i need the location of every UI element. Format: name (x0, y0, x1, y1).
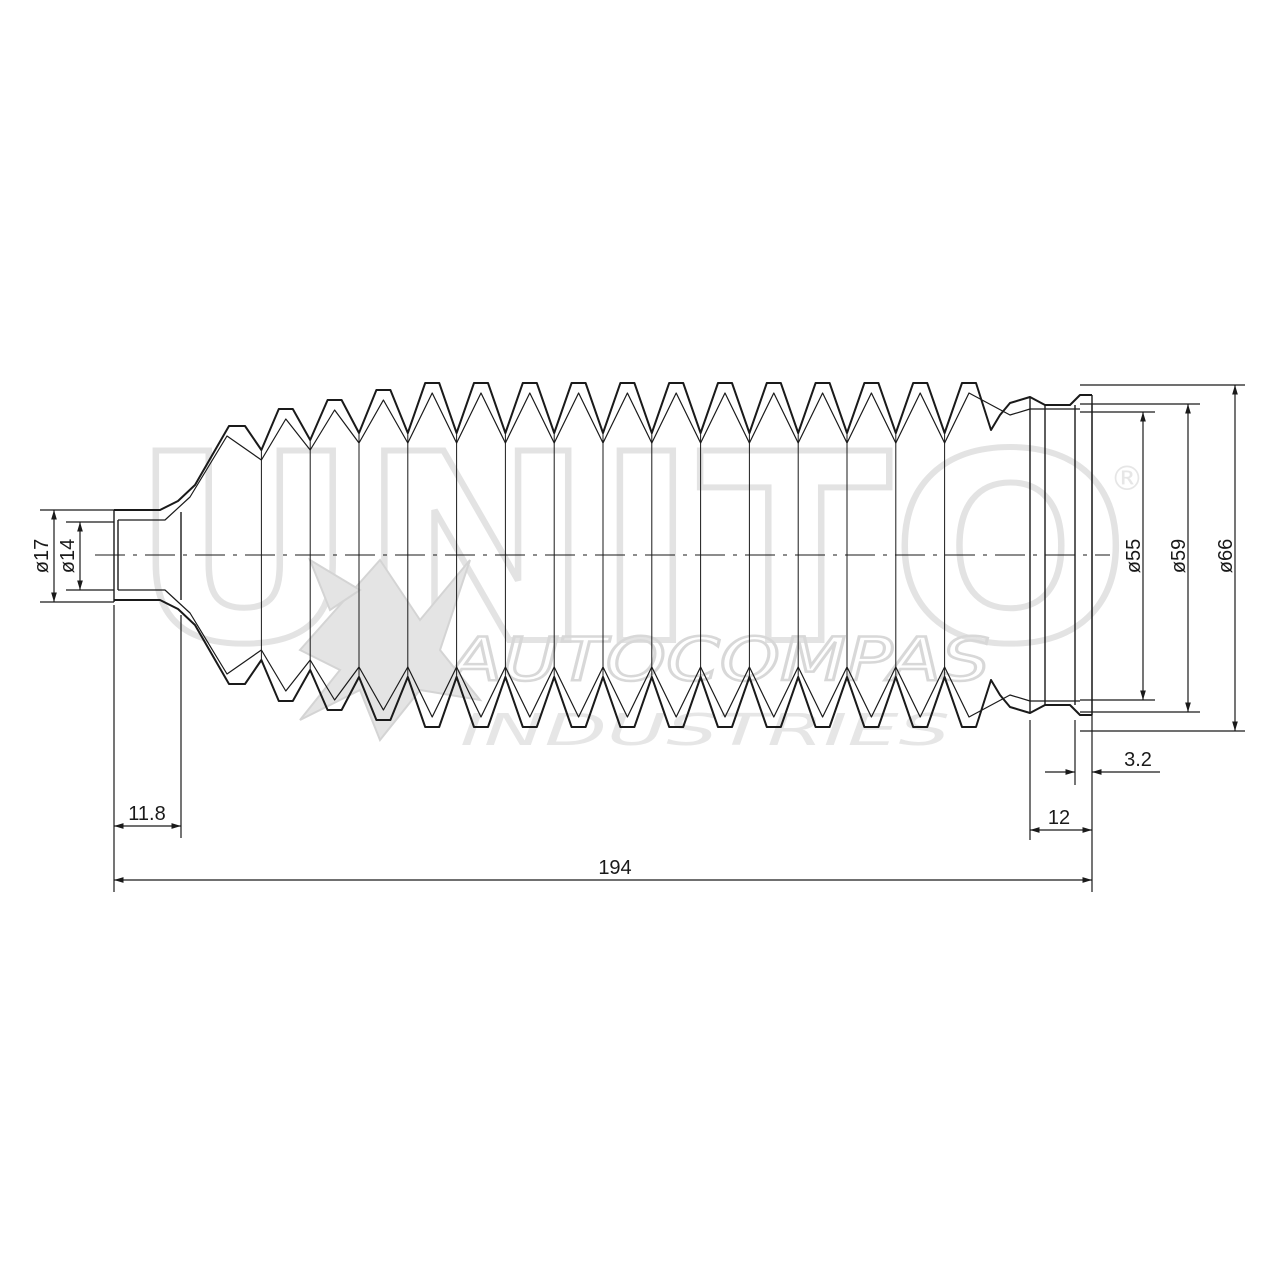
watermark-line2: INDUSTRIES (460, 705, 950, 756)
watermark-bird-logo (298, 557, 483, 742)
boot-outline-top (114, 382, 1092, 511)
large-outer-dia-label: ø66 (1215, 539, 1237, 573)
dimension-lines (40, 384, 1245, 892)
small-inner-dia-label: ø14 (57, 539, 79, 573)
watermark-brand: UNITO (130, 400, 1130, 702)
collar-length-label: 12 (1048, 807, 1070, 829)
large-groove-dia-label: ø59 (1168, 539, 1190, 573)
neck-length-label: 11.8 (128, 803, 165, 825)
watermark: UNITO ® AUTOCOMPAS INDUSTRIES (127, 397, 1144, 756)
large-inner-dia-label: ø55 (1123, 539, 1145, 573)
boot-outline-bottom (114, 599, 1092, 728)
small-outer-dia-label: ø17 (31, 539, 53, 573)
collar-groove-label: 3.2 (1124, 749, 1152, 771)
watermark-registered-mark: ® (1110, 459, 1144, 499)
overall-length-label: 194 (598, 857, 631, 879)
watermark-line1: AUTOCOMPAS (445, 625, 990, 695)
